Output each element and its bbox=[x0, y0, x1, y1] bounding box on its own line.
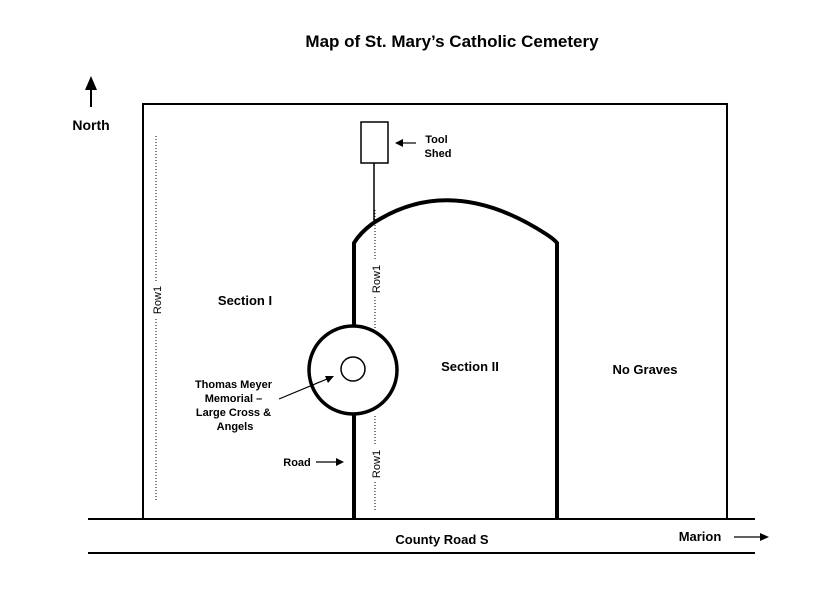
north-arrow-icon bbox=[85, 76, 97, 107]
tool-shed bbox=[360, 121, 389, 164]
memorial-arrow-icon bbox=[278, 376, 334, 400]
row-label-section-ii-lower: Row1 bbox=[371, 450, 383, 478]
row-label-section-ii-upper: Row1 bbox=[371, 265, 383, 293]
marion-label: Marion bbox=[679, 529, 722, 544]
north-label: North bbox=[72, 117, 109, 133]
memorial-label: Thomas Meyer Memorial – Large Cross & An… bbox=[195, 379, 275, 433]
map-title: Map of St. Mary’s Catholic Cemetery bbox=[305, 32, 599, 51]
tool-shed-arrow-icon bbox=[395, 139, 416, 147]
road-label: Road bbox=[283, 457, 311, 469]
memorial-center bbox=[340, 356, 366, 382]
road-arrow-icon bbox=[316, 458, 344, 466]
row-label-section-i: Row1 bbox=[152, 286, 164, 314]
section-ii-label: Section II bbox=[441, 359, 499, 374]
section-ii-boundary bbox=[352, 198, 559, 519]
marion-arrow-icon bbox=[734, 533, 769, 541]
county-road-label: County Road S bbox=[395, 532, 488, 547]
tool-shed-label: Tool Shed bbox=[425, 134, 452, 160]
section-i-label: Section I bbox=[218, 293, 272, 308]
no-graves-label: No Graves bbox=[612, 362, 677, 377]
cemetery-boundary bbox=[142, 103, 728, 519]
